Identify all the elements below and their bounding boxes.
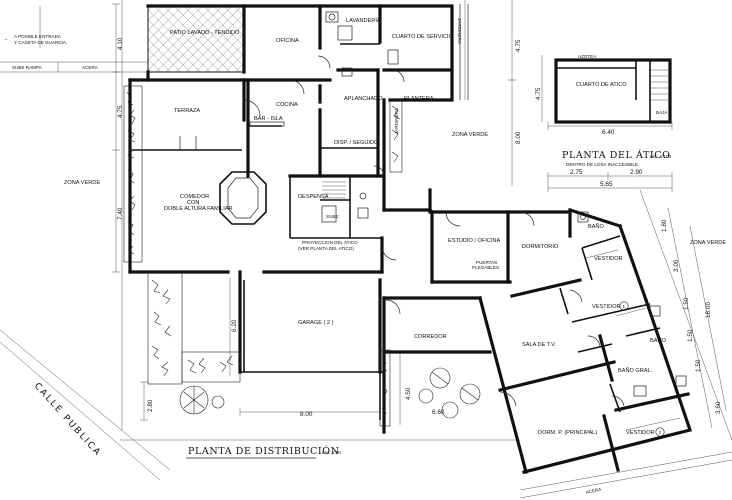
label-comedor-2: CON <box>187 200 199 206</box>
dim-150c: 1.50 <box>695 359 702 372</box>
label-proyeccion-1: PROYECCION DEL ATICO <box>302 240 358 245</box>
label-comedor-3: DOBLE ALTURA FAMILIAR <box>164 206 233 212</box>
label-patio: PATIO LAVADO - TENDIDO <box>170 30 240 36</box>
label-acera-bottom: ACERA <box>585 487 602 495</box>
room-labels: PATIO LAVADO - TENDIDO OFICINA LAVANDERÍ… <box>164 17 667 437</box>
label-cocina: COCINA <box>276 102 298 108</box>
label-puertas-1: PUERTAS <box>476 260 497 265</box>
dimension-labels: 4.10 4.75 7.40 2.80 6.20 8.00 4.50 6.60 … <box>117 37 722 418</box>
label-entrance-1: A POSIBLE ENTRADA <box>14 34 62 39</box>
attic-plan <box>554 58 672 124</box>
dim-660: 6.60 <box>432 409 445 416</box>
patio-paving <box>147 5 245 73</box>
dim-attic-total: 5.65 <box>600 181 613 188</box>
label-cuarto-servicio: CUARTO DE SERVICIO <box>392 34 454 40</box>
label-bano-gral: BAÑO GRAL. <box>618 367 653 374</box>
label-bano-1: BAÑO <box>588 223 605 230</box>
dim-800-bottom: 8.00 <box>300 411 313 418</box>
dim-475-right: 4.75 <box>515 39 522 52</box>
dim-attic-left: 2.75 <box>570 169 583 176</box>
label-sala-tv: SALA DE T.V. <box>522 342 556 348</box>
label-disp-seguido: DISP. / SEGUIDO. <box>334 140 380 146</box>
label-sube: SUBE <box>326 214 339 219</box>
label-oficina: OFICINA <box>276 38 299 44</box>
label-proyeccion-2: (VER PLANTA DEL ATICO) <box>298 246 354 251</box>
label-despensa: DESPENSA <box>298 194 329 200</box>
label-jardinera-top: JARDINERA <box>457 18 462 45</box>
attic-title: PLANTA DEL ÁTICO <box>562 149 671 161</box>
dim-150b: 1.50 <box>687 329 694 342</box>
label-vestidor: VESTIDOR <box>594 256 623 262</box>
dim-280: 2.80 <box>147 399 154 412</box>
label-dormitorio: DORMITORIO <box>522 244 559 250</box>
label-lavanderia: LAVANDERÍA <box>346 17 381 24</box>
label-bar-isla: BAR - ISLA <box>254 116 283 122</box>
label-terraza: TERRAZA <box>174 108 200 114</box>
attic-labels: AZOTEA CUARTO DE ATICO BAJA 6.40 4.75 PL… <box>535 54 672 188</box>
label-comedor-1: COMEDOR <box>180 194 209 200</box>
vestidor-2-marker <box>655 427 665 437</box>
label-vestidor-1-num: 1 <box>623 304 626 309</box>
vestidor-1-marker <box>619 301 629 311</box>
attic-note: DENTRO DE LOSA INACCESIBLE. <box>566 162 639 167</box>
title-scale: esc. 1:50 <box>322 450 341 455</box>
fixtures <box>219 4 687 431</box>
dimension-lines <box>112 0 727 429</box>
dim-800-right: 8.00 <box>515 131 522 144</box>
dim-150a: 1.50 <box>683 297 690 310</box>
label-zona-verde-left: ZONA VERDE <box>64 180 100 186</box>
label-entrance-2: Y CASETA DE GUARDIA. <box>14 40 67 45</box>
dim-620: 6.20 <box>231 319 238 332</box>
dim-450: 4.50 <box>405 387 412 400</box>
dim-360: 3.60 <box>715 401 722 414</box>
label-zona-verde-right: ZONA VERDE <box>690 240 726 246</box>
label-acera-top: ACERA <box>82 65 99 70</box>
label-calle-publica: CALLE PUBLICA <box>32 381 103 459</box>
label-bano-2: BAÑO <box>650 337 667 344</box>
dim-attic-right: 2.90 <box>630 169 643 176</box>
door-swings <box>179 55 625 407</box>
label-zona-verde-mid: ZONA VERDE <box>452 132 488 138</box>
label-aplanchado: APLANCHADO <box>344 96 383 102</box>
label-estudio: ESTUDIO / OFICINA <box>448 238 500 244</box>
label-azotea: AZOTEA <box>578 54 597 59</box>
label-plantera: PLANTERA <box>404 96 434 102</box>
dim-attic-height: 4.75 <box>535 87 542 100</box>
plan-title: PLANTA DE DISTRIBUCIÓN esc. 1:50 <box>186 445 341 459</box>
planting <box>123 85 481 427</box>
dim-attic-width: 6.40 <box>602 129 615 136</box>
dim-475-left: 4.75 <box>117 105 124 118</box>
label-baja: BAJA <box>656 110 668 115</box>
label-garage: GARAGE ( 2 ) <box>298 320 334 326</box>
dim-740: 7.40 <box>117 207 124 220</box>
label-vestidor-2: VESTIDOR <box>626 430 655 436</box>
dim-1800: 18.00 <box>705 302 712 318</box>
label-cuarto-atico: CUARTO DE ATICO <box>576 82 627 88</box>
label-jardinera-side: JARDINERA <box>394 107 399 134</box>
title-main: PLANTA DE DISTRIBUCIÓN <box>188 445 340 457</box>
dim-180: 1.80 <box>661 219 668 232</box>
label-dorm-principal: DORM. P. (PRINCIPAL) <box>538 430 597 436</box>
dim-300: 3.00 <box>673 259 680 272</box>
label-vestidor-2-num: 2 <box>659 430 662 435</box>
label-corredor: CORREDOR <box>414 334 447 340</box>
entrance-arrow: ← <box>4 36 9 41</box>
attic-scale: esc. 1:100 <box>650 154 672 159</box>
label-sube-rampa: SUBE RAMPA <box>12 65 43 70</box>
site-labels: ← A POSIBLE ENTRADA Y CASETA DE GUARDIA.… <box>4 34 726 495</box>
label-vestidor-1: VESTIDOR <box>592 304 621 310</box>
label-puertas-2: PLEGABLES <box>472 265 499 270</box>
walls <box>128 4 693 474</box>
dim-410: 4.10 <box>117 37 124 50</box>
